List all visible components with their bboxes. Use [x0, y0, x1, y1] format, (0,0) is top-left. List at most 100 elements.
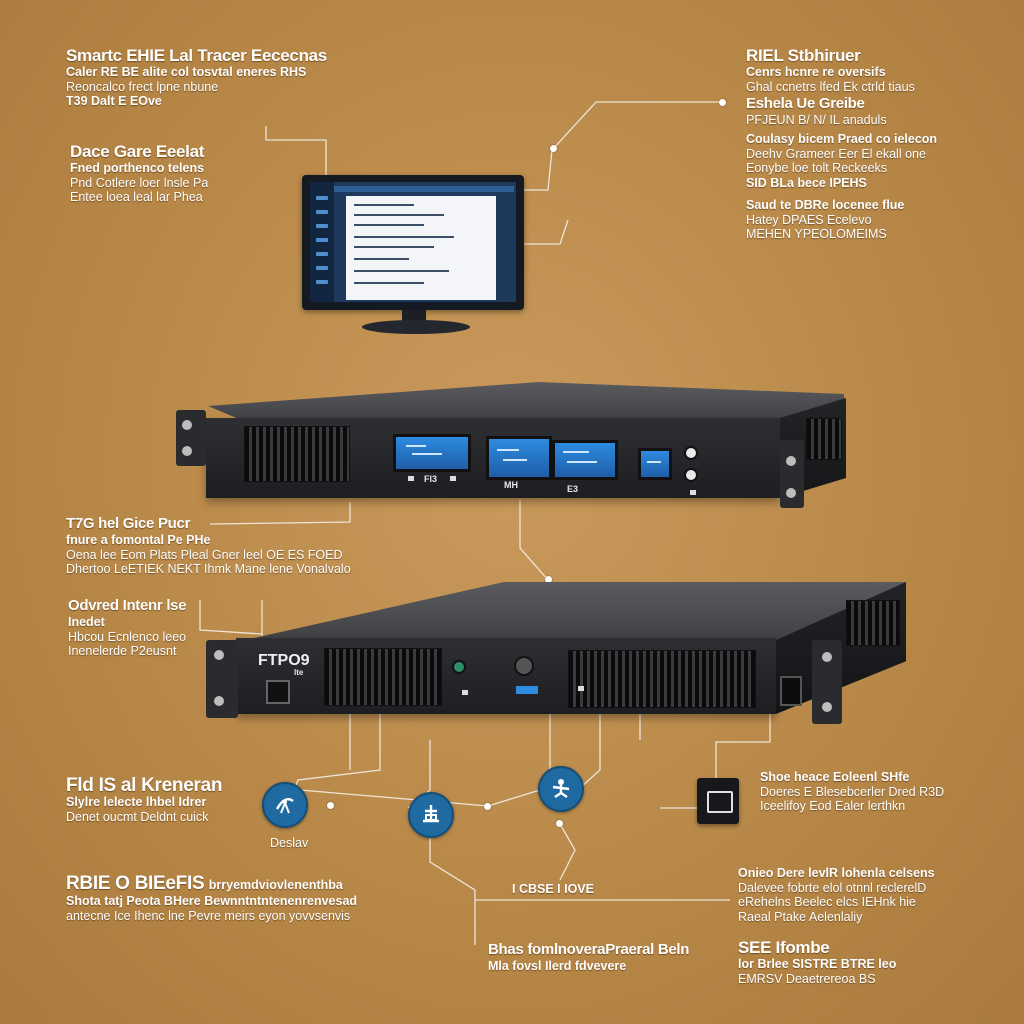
indicator-led: [408, 476, 414, 481]
callout-line: Cenrs hcnre re oversifs: [746, 65, 886, 79]
callout-line: EMRSV Deaetrereoa BS: [738, 971, 876, 986]
lcd-display: [393, 434, 471, 472]
lcd-label: MH: [504, 480, 518, 490]
callout-title: T7G hel Gice Pucr: [66, 515, 191, 532]
connector-dot: [719, 99, 726, 106]
callout-line: Denet oucmt Deldnt cuick: [66, 809, 209, 824]
lcd-label: Fl3: [424, 474, 438, 484]
callout-left-mid: Dace Gare Eeelat Fned porthenco telens P…: [70, 142, 290, 205]
callout-line: Eshela Ue Greibe: [746, 95, 865, 112]
callout-bottom-right-c: SEE Ifombe lor Brlee SISTRE BTRE leo EMR…: [738, 938, 968, 986]
callout-line: Onieo Dere levlR lohenla celsens: [738, 866, 935, 880]
connector-dot: [484, 803, 491, 810]
callout-line: Caler RE BE alite col tosvtal eneres RHS: [66, 65, 307, 79]
router-antenna-icon: [408, 792, 454, 838]
callout-line: Dhertoo LeETIEK NEKT Ihmk Mane lene Vona…: [66, 562, 351, 576]
callout-bottom-right-a: Shoe heace Eoleenl SHfe Doeres E Blesebc…: [760, 770, 990, 814]
vent-grille: [806, 418, 842, 460]
callout-top-right: RIEL Stbhiruer Cenrs hcnre re oversifs G…: [746, 46, 976, 128]
rack-ear: [780, 440, 804, 508]
callout-line: Raeal Ptake Aelenlaliy: [738, 909, 863, 924]
callout-title: SEE Ifombe: [738, 938, 830, 957]
circle-caption-text: Deslav: [270, 836, 309, 850]
callout-line: T39 Dalt E EOve: [66, 94, 162, 108]
callout-line: antecne Ice Ihenc lne Pevre meirs eyon y…: [66, 908, 351, 923]
power-switch[interactable]: [266, 680, 290, 704]
connector-dot: [327, 802, 334, 809]
rack-ear: [176, 410, 206, 466]
connector-dot: [545, 576, 552, 583]
callout-line: fnure a fomontal Pe PHe: [66, 533, 211, 547]
callout-line: Oena lee Eom Plats Pleal Gner leel OE ES…: [66, 547, 343, 562]
lcd-display: [486, 436, 552, 480]
callout-line: Reoncalco frect lpne nbune: [66, 79, 219, 94]
connector-dot: [556, 820, 563, 827]
callout-line: Deehv Grameer Eer El ekall one: [746, 146, 926, 161]
indicator-led: [690, 490, 696, 495]
callout-line: PFJEUN B/ N/ IL anaduls: [746, 113, 887, 127]
callout-line: Coulasy bicem Praed co ielecon: [746, 132, 938, 146]
monitor-screen: [310, 182, 516, 302]
circle-caption: Deslav: [270, 834, 308, 852]
vent-grille: [846, 600, 900, 646]
screen-toolbar: [334, 186, 514, 192]
callout-left-row3: Odvred Intenr lse Inedet Hbcou Ecnlenco …: [68, 596, 208, 659]
callout-line: Fned porthenco telens: [70, 161, 205, 175]
vent-grille: [324, 648, 442, 706]
callout-line: Hbcou Ecnlenco leeo: [68, 629, 187, 644]
callout-line: Inenelerde P2eusnt: [68, 644, 177, 658]
control-knob[interactable]: [684, 446, 698, 460]
rotary-dial[interactable]: [514, 656, 534, 676]
screen-sidebar: [310, 182, 334, 302]
satellite-dish-icon: [262, 782, 308, 828]
callout-line: Eonybe loe tolt Reckeeks: [746, 161, 888, 175]
computer-monitor: [302, 175, 524, 310]
callout-title: RIEL Stbhiruer: [746, 46, 861, 65]
vent-grille: [244, 426, 350, 482]
callout-line: Saud te DBRe locenee flue: [746, 198, 905, 212]
signal-person-icon: [538, 766, 584, 812]
callout-line: Slylre lelecte lhbel Idrer: [66, 795, 207, 809]
callout-bottom-right-b: Onieo Dere levlR lohenla celsens Dalevee…: [738, 866, 998, 924]
lcd-label: E3: [567, 484, 579, 494]
callout-subtitle: brryemdviovlenenthba: [208, 878, 343, 892]
control-knob[interactable]: [452, 660, 466, 674]
screen-content-pane: [346, 196, 496, 300]
power-socket-icon: [697, 778, 739, 824]
callout-line: SID BLa bece IPEHS: [746, 175, 867, 190]
monitor-base: [362, 320, 470, 334]
callout-left-row2: T7G hel Gice Pucr fnure a fomontal Pe PH…: [66, 514, 426, 577]
callout-title: I CBSE I IOVE: [512, 882, 594, 896]
callout-title: Odvred Intenr lse: [68, 597, 187, 614]
callout-right-mid: Coulasy bicem Praed co ielecon Deehv Gra…: [746, 132, 996, 242]
callout-title: Fld IS al Kreneran: [66, 775, 223, 796]
callout-line: eRehelns Beelec elcs IEHnk hie: [738, 895, 916, 909]
callout-line: Mla fovsl Ilerd fdvevere: [488, 959, 627, 973]
callout-line: Iceelifoy Eod Ealer lerthkn: [760, 799, 906, 813]
rack-ear: [206, 640, 238, 718]
callout-line: Dalevee fobrte elol otnnl reclerelD: [738, 880, 927, 895]
callout-top-left: Smartc EHIE Lal Tracer Eececnas Caler RE…: [66, 46, 396, 109]
callout-bottom-left-b: RBIE O BIEeFIS brryemdviovlenenthba Shot…: [66, 874, 436, 923]
lcd-display: [638, 448, 672, 480]
callout-bottom-center-b: Bhas fomlnoveraPraeral Beln Mla fovsl Il…: [488, 940, 738, 974]
control-knob[interactable]: [684, 468, 698, 482]
power-inlet: [780, 676, 802, 706]
callout-line: Shoe heace Eoleenl SHfe: [760, 770, 910, 784]
callout-title: Smartc EHIE Lal Tracer Eececnas: [66, 46, 327, 65]
callout-line: Shota tatj Peota BHere Bewnntntntenenren…: [66, 894, 358, 908]
status-display: [516, 686, 538, 694]
callout-line: Inedet: [68, 615, 105, 629]
indicator-led: [462, 690, 468, 695]
vent-grille: [568, 650, 756, 708]
callout-title: RBIE O BIEeFIS: [66, 873, 205, 894]
lcd-display: [552, 440, 618, 480]
callout-line: lor Brlee SISTRE BTRE leo: [738, 957, 897, 971]
callout-line: Hatey DPAES Ecelevo: [746, 212, 872, 227]
device-brand-sublabel: lte: [294, 668, 304, 677]
callout-bottom-left-a: Fld IS al Kreneran Slylre lelecte lhbel …: [66, 776, 266, 824]
callout-line: Pnd Cotlere loer lnsle Pa: [70, 175, 209, 190]
callout-line: MEHEN YPEOLOMEIMS: [746, 227, 887, 241]
indicator-led: [578, 686, 584, 691]
callout-line: Doeres E Blesebcerler Dred R3D: [760, 784, 945, 799]
